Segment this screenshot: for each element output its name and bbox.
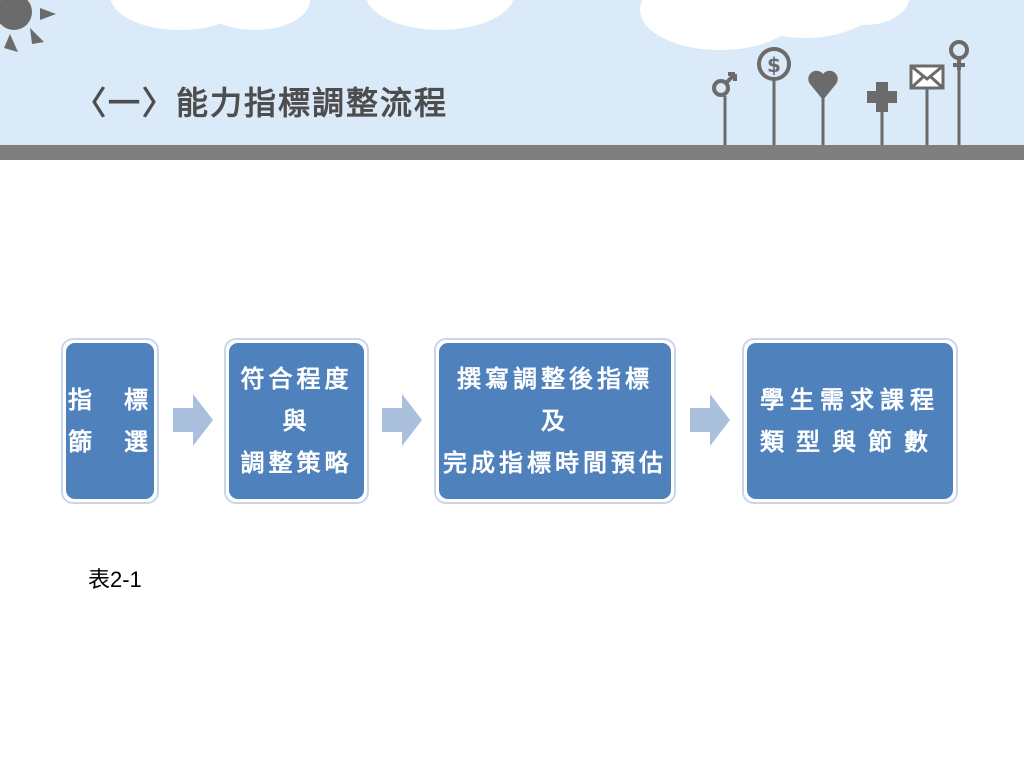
flow-step-3: 撰寫調整後指標 及 完成指標時間預估: [434, 338, 676, 504]
flow-step-2-body: 符合程度 與 調整策略: [229, 343, 364, 499]
cloud: [365, 0, 515, 30]
slide-title: 〈一〉能力指標調整流程: [74, 84, 449, 122]
flow-step-1-line-1: 指 標: [68, 385, 152, 414]
flow-step-3-line-2: 及: [541, 406, 569, 435]
header-rule: [0, 145, 1024, 160]
flow-step-1-line-2: 篩 選: [68, 427, 152, 456]
flow-step-2-line-3: 調整策略: [240, 448, 353, 477]
flow-step-1-body: 指 標 篩 選: [66, 343, 154, 499]
header-icon-poles: $: [712, 40, 969, 145]
right-arrow-icon: [382, 394, 422, 446]
dollar-icon: $: [757, 47, 791, 81]
svg-text:$: $: [767, 53, 781, 77]
flow-step-3-body: 撰寫調整後指標 及 完成指標時間預估: [439, 343, 671, 499]
right-arrow-icon: [690, 394, 730, 446]
flow-step-4: 學生需求課程 類型與節數: [742, 338, 958, 504]
flow-step-4-line-2: 類型與節數: [760, 427, 940, 456]
flow-step-2-line-2: 與: [282, 406, 311, 435]
mail-icon: [909, 64, 945, 90]
female-symbol-icon: [949, 40, 969, 70]
flow-step-3-line-3: 完成指標時間預估: [443, 448, 667, 477]
flow-step-4-body: 學生需求課程 類型與節數: [747, 343, 953, 499]
flow-step-2: 符合程度 與 調整策略: [224, 338, 369, 504]
flow-step-1: 指 標 篩 選: [61, 338, 159, 504]
flow-step-4-line-1: 學生需求課程: [760, 385, 940, 414]
header-band: 〈一〉能力指標調整流程 $: [0, 0, 1024, 145]
table-caption: 表2-1: [88, 567, 142, 592]
plus-icon: [867, 82, 897, 112]
cloud: [200, 0, 310, 30]
flow-step-2-line-1: 符合程度: [240, 364, 353, 393]
flow-step-3-line-1: 撰寫調整後指標: [457, 364, 653, 393]
sun-icon: [0, 0, 56, 52]
male-symbol-icon: [712, 72, 737, 97]
right-arrow-icon: [173, 394, 213, 446]
heart-icon: [808, 70, 838, 100]
